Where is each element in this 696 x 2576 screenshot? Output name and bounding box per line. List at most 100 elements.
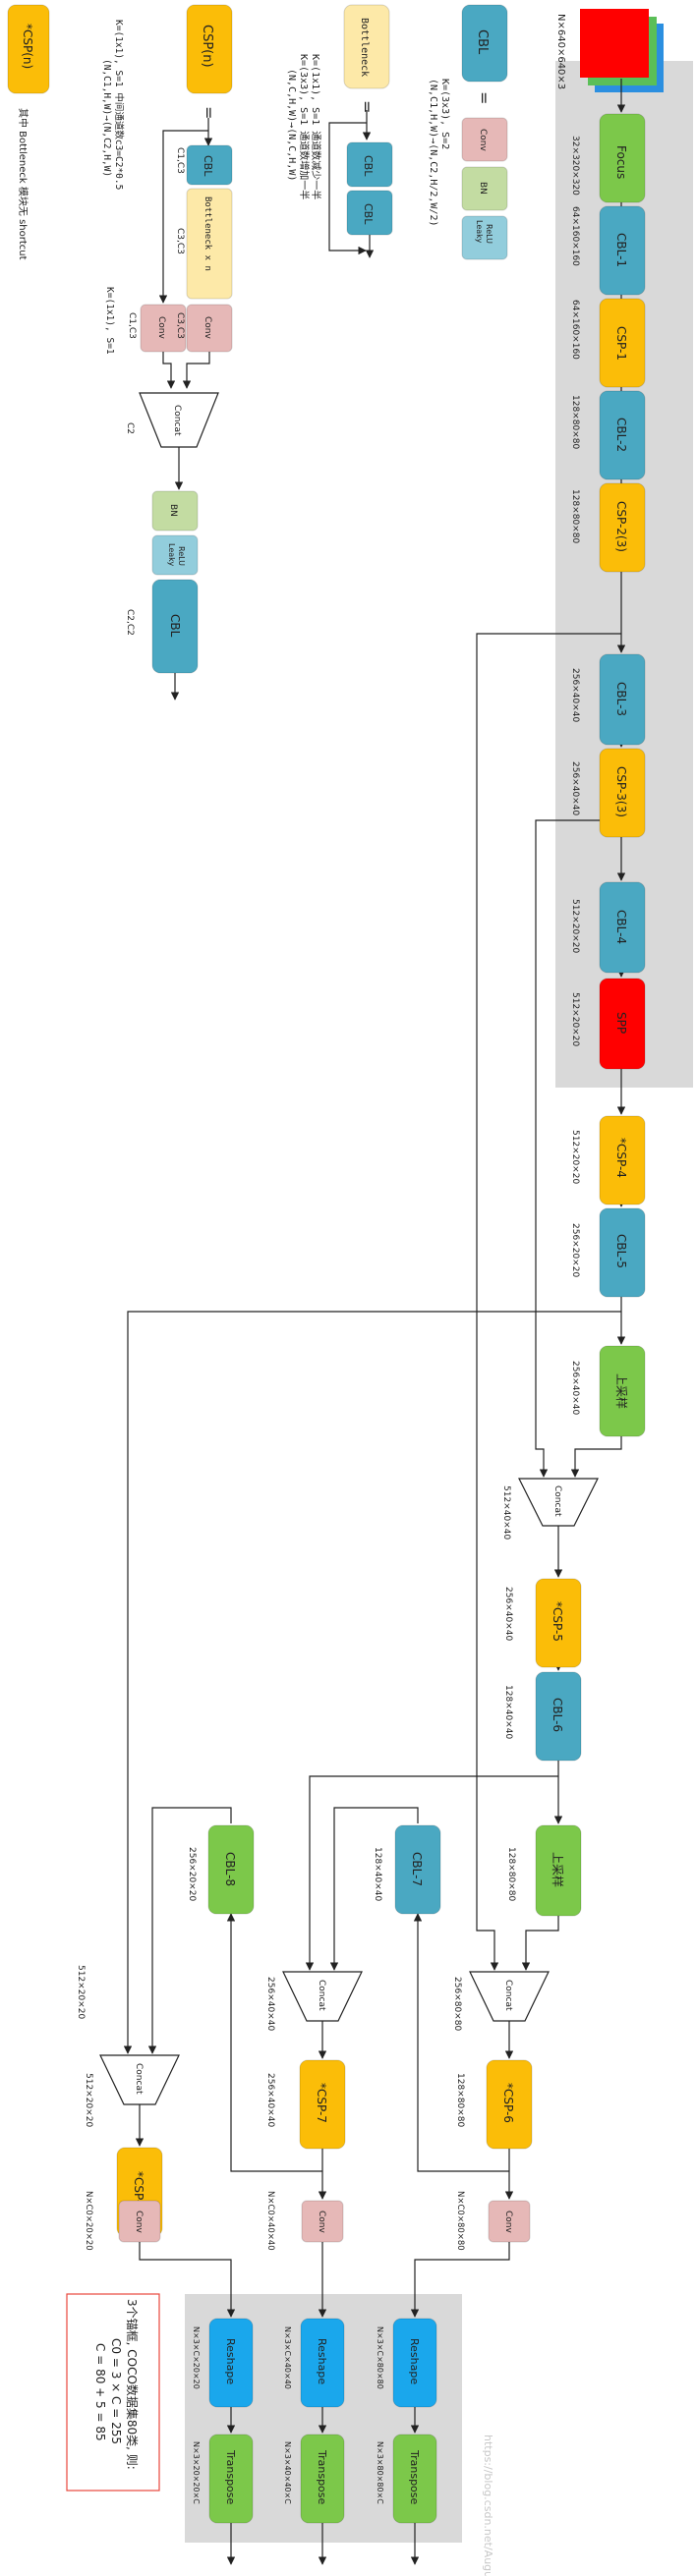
conv-m-dim: N×C0×40×40 — [265, 2191, 275, 2251]
legend-cbl-conv: Conv — [478, 129, 488, 151]
neck-cbl7: CBL-7 128×40×40 — [373, 1824, 441, 1915]
reshape-m-label: Reshape — [316, 2338, 328, 2384]
neck-csp7: *CSP-7 256×40×40 — [265, 2059, 346, 2150]
head-conv-m: Conv N×C0×40×40 — [265, 2191, 344, 2251]
head-reshape-s: Reshape N×3×C×80×80 — [376, 2318, 437, 2408]
legend-csp-note2: (N,C1,H,W)→(N,C2,H,W) — [101, 59, 112, 177]
transpose-m-dim: N×3×40×40×C — [283, 2441, 292, 2504]
transpose-l-dim: N×3×20×20×C — [192, 2441, 201, 2504]
csp4-label: *CSP-4 — [614, 1138, 628, 1178]
legend-csp-cbl-out: CBL — [168, 614, 182, 638]
backbone-focus: Focus 32×320×320 — [570, 113, 646, 203]
head-transpose-l: Transpose N×3×20×20×C — [192, 2434, 254, 2524]
csp7-dim: 256×40×40 — [265, 2073, 275, 2127]
cbl4-dim: 512×20×20 — [570, 899, 580, 953]
neck-concat1: Concat 512×40×40 — [501, 1478, 599, 1540]
spp-label: SPP — [614, 1012, 628, 1034]
up2-label: 上采样 — [551, 1852, 565, 1887]
legend-csp-conv-a: Conv — [203, 316, 212, 339]
legend-csp-conv-b-c: C1,C3 — [127, 312, 137, 339]
reshape-m-dim: N×3×C×40×40 — [283, 2326, 292, 2389]
legend-csp-bn: BN — [168, 504, 178, 517]
cbl8-label: CBL-8 — [223, 1852, 237, 1886]
csp5-label: *CSP-5 — [551, 1601, 564, 1642]
legend-cbl-note1: K=(3x3), S=2 — [439, 79, 450, 149]
legend-csp-relu: LeakyReLU — [167, 543, 186, 566]
anchor-note: 3个锚框, COCO数据集80类, 则: C0 = 3 × C = 255 C … — [66, 2293, 160, 2492]
legend-cbl: CBL = Conv BN LeakyReLU K=(3x3), S=2 (N,… — [428, 4, 508, 260]
legend-cbl-eq: = — [475, 91, 493, 104]
up1-label: 上采样 — [614, 1373, 629, 1409]
csp5-dim: 256×40×40 — [503, 1587, 513, 1641]
cbl5-dim: 256×20×20 — [570, 1223, 580, 1277]
legend-csp-star-label: *CSP(n) — [21, 24, 34, 69]
backbone-csp2: CSP-2(3) 128×80×80 — [570, 482, 646, 573]
reshape-l-label: Reshape — [224, 2338, 237, 2384]
concat-l-label: Concat — [134, 2063, 144, 2095]
legend-csp-note3: K=(1x1), S=1 — [104, 287, 115, 355]
legend-csp-star-note: 其中 Bottleneck 模块无 shortcut — [17, 108, 29, 260]
csp6-dim: 128×80×80 — [455, 2073, 465, 2127]
csp2-dim: 128×80×80 — [570, 489, 580, 543]
up2-dim: 128×80×80 — [506, 1847, 516, 1901]
reshape-s-dim: N×3×C×80×80 — [376, 2326, 384, 2389]
concat-s-dim: 256×80×80 — [452, 1977, 462, 2031]
head-transpose-s: Transpose N×3×80×80×C — [376, 2434, 437, 2524]
legend-bottleneck-cbl1: CBL — [362, 155, 375, 177]
cbl6-dim: 128×40×40 — [503, 1685, 513, 1739]
legend-csp-star: *CSP(n) 其中 Bottleneck 模块无 shortcut — [7, 4, 50, 260]
legend-cbl-note2: (N,C1,H,W)→(N,C2,H/2,W/2) — [428, 79, 438, 227]
backbone-cbl2: CBL-2 128×80×80 — [570, 390, 646, 480]
cbl8-dim: 256×20×20 — [187, 1847, 197, 1901]
transpose-s-label: Transpose — [408, 2449, 421, 2505]
concat-m-dim: 256×40×40 — [265, 1977, 275, 2031]
legend-csp-conv-b: Conv — [156, 316, 166, 339]
neck-cbl5: CBL-5 256×20×20 — [570, 1207, 646, 1298]
legend-bottleneck: Bottleneck = CBL CBL K=(1x1), S=1 通道数减少一… — [286, 4, 393, 258]
legend-cbl-label: CBL — [475, 29, 490, 55]
legend-csp-cbl-out-c: C2,C2 — [125, 609, 135, 636]
head-reshape-l: Reshape N×3×C×20×20 — [192, 2318, 254, 2408]
csp1-dim: 64×160×160 — [570, 300, 580, 360]
focus-dim: 32×320×320 — [570, 136, 580, 196]
csp3-dim: 256×40×40 — [570, 761, 580, 815]
neck-csp5: *CSP-5 256×40×40 — [503, 1578, 582, 1668]
csp2-label: CSP-2(3) — [614, 501, 628, 552]
spp-dim: 512×20×20 — [570, 992, 580, 1046]
backbone-csp1: CSP-1 64×160×160 — [570, 298, 646, 388]
legend-csp-concat-c: C2 — [125, 422, 135, 434]
head-reshape-m: Reshape N×3×C×40×40 — [283, 2318, 345, 2408]
transpose-m-label: Transpose — [316, 2449, 328, 2505]
legend-bottleneck-cbl2: CBL — [362, 203, 375, 225]
backbone-cbl1: CBL-1 64×160×160 — [570, 205, 646, 296]
cbl5-label: CBL-5 — [614, 1234, 628, 1268]
watermark: https://blog.csdn.net/Augurlee — [482, 2435, 494, 2576]
note-line2: C0 = 3 × C = 255 — [109, 2338, 123, 2444]
cbl2-label: CBL-2 — [614, 418, 628, 452]
legend-bottleneck-note2: K=(3x3), S=1 通道数增加一半 — [298, 54, 311, 199]
legend-bottleneck-note1: K=(1x1), S=1 通道数减少一半 — [310, 54, 322, 199]
reshape-l-dim: N×3×C×20×20 — [192, 2326, 201, 2389]
transpose-s-dim: N×3×80×80×C — [376, 2441, 384, 2504]
cbl3-dim: 256×40×40 — [570, 668, 580, 722]
backbone-cbl4: CBL-4 512×20×20 — [570, 881, 646, 974]
conv-m-label: Conv — [317, 2211, 326, 2233]
cbl7-dim: 128×40×40 — [373, 1847, 382, 1901]
neck-upsample1: 上采样 256×40×40 — [570, 1345, 646, 1437]
conv-l-label: Conv — [134, 2211, 144, 2233]
cbl1-dim: 64×160×160 — [570, 206, 580, 266]
backbone-spp: SPP 512×20×20 — [570, 978, 646, 1070]
csp1-label: CSP-1 — [614, 326, 628, 361]
neck-csp4: *CSP-4 512×20×20 — [570, 1115, 646, 1205]
concat-s-label: Concat — [503, 1980, 513, 2011]
cbl3-label: CBL-3 — [614, 682, 628, 716]
input-label: N×640×640×3 — [555, 14, 566, 89]
conv-s-label: Conv — [503, 2211, 513, 2233]
backbone-csp3: CSP-3(3) 256×40×40 — [570, 748, 646, 838]
csp8-dim: 512×20×20 — [84, 2073, 93, 2127]
cbl2-dim: 128×80×80 — [570, 395, 580, 449]
legend-bottleneck-label: Bottleneck — [359, 18, 370, 77]
legend-csp: CSP(n) = CBL Bottleneck x n Conv Conv Co… — [101, 4, 233, 700]
head-conv-l: Conv N×C0×20×20 — [84, 2191, 161, 2251]
